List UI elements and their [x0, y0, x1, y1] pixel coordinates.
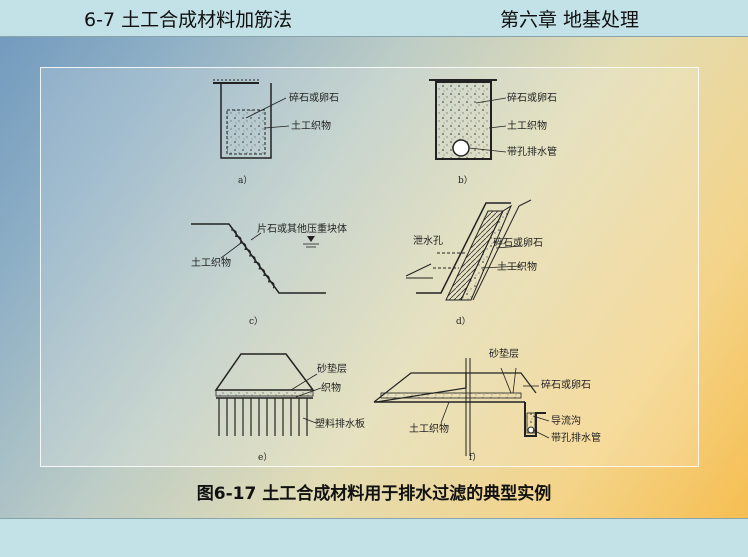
- panel-e-label-3: 塑料排水板: [315, 417, 365, 430]
- panel-a: 碎石或卵石 土工织物 a）: [213, 79, 339, 186]
- figure-caption: 图6-17 土工合成材料用于排水过滤的典型实例: [196, 484, 552, 504]
- figure-drawing: 碎石或卵石 土工织物 a） 碎石或卵石 土工织物 带孔排水管 b）: [191, 79, 601, 463]
- panel-a-label-2: 土工织物: [291, 119, 331, 132]
- panel-d-label-1: 泄水孔: [413, 234, 443, 247]
- header-bar: 6-7 土工合成材料加筋法 第六章 地基处理: [0, 0, 748, 37]
- panel-f-sub: f）: [469, 452, 481, 463]
- panel-e-sub: e）: [258, 452, 272, 463]
- panel-b-label-2: 土工织物: [507, 119, 547, 132]
- panel-f-label-4: 带孔排水管: [551, 431, 601, 444]
- panel-b: 碎石或卵石 土工织物 带孔排水管 b）: [429, 79, 557, 186]
- panel-d-label-2: 碎石或卵石: [493, 236, 543, 249]
- panel-c-sub: c）: [249, 316, 263, 327]
- panel-a-sub: a）: [238, 175, 252, 186]
- panel-e-label-2: 织物: [321, 381, 341, 394]
- chapter-title: 第六章 地基处理: [500, 9, 640, 31]
- panel-d-sub: d）: [456, 316, 471, 327]
- panel-a-label-1: 碎石或卵石: [289, 91, 339, 104]
- panel-e: 砂垫层 织物 塑料排水板 e）: [214, 353, 365, 463]
- panel-b-sub: b）: [458, 175, 473, 186]
- footer-bar: [0, 518, 748, 557]
- panel-c-label-2: 土工织物: [191, 256, 231, 269]
- panel-b-label-3: 带孔排水管: [507, 145, 557, 158]
- panel-e-label-1: 砂垫层: [317, 362, 347, 375]
- panel-d: 泄水孔 碎石或卵石 土工织物 d）: [405, 199, 543, 327]
- drainage-figure: 碎石或卵石 土工织物 a） 碎石或卵石 土工织物 带孔排水管 b）: [40, 67, 699, 467]
- panel-f-label-3: 导流沟: [551, 414, 581, 427]
- panel-c: 片石或其他压重块体 土工织物 c）: [191, 222, 347, 327]
- panel-f: 砂垫层 碎石或卵石 导流沟 带孔排水管 土工织物 f）: [373, 347, 601, 463]
- panel-c-label-1: 片石或其他压重块体: [257, 222, 347, 235]
- panel-f-label-1: 砂垫层: [489, 347, 519, 360]
- panel-f-label-5: 土工织物: [409, 422, 449, 435]
- panel-d-label-3: 土工织物: [497, 260, 537, 273]
- panel-b-label-1: 碎石或卵石: [507, 91, 557, 104]
- panel-f-label-2: 碎石或卵石: [541, 378, 591, 391]
- section-title: 6-7 土工合成材料加筋法: [84, 9, 293, 31]
